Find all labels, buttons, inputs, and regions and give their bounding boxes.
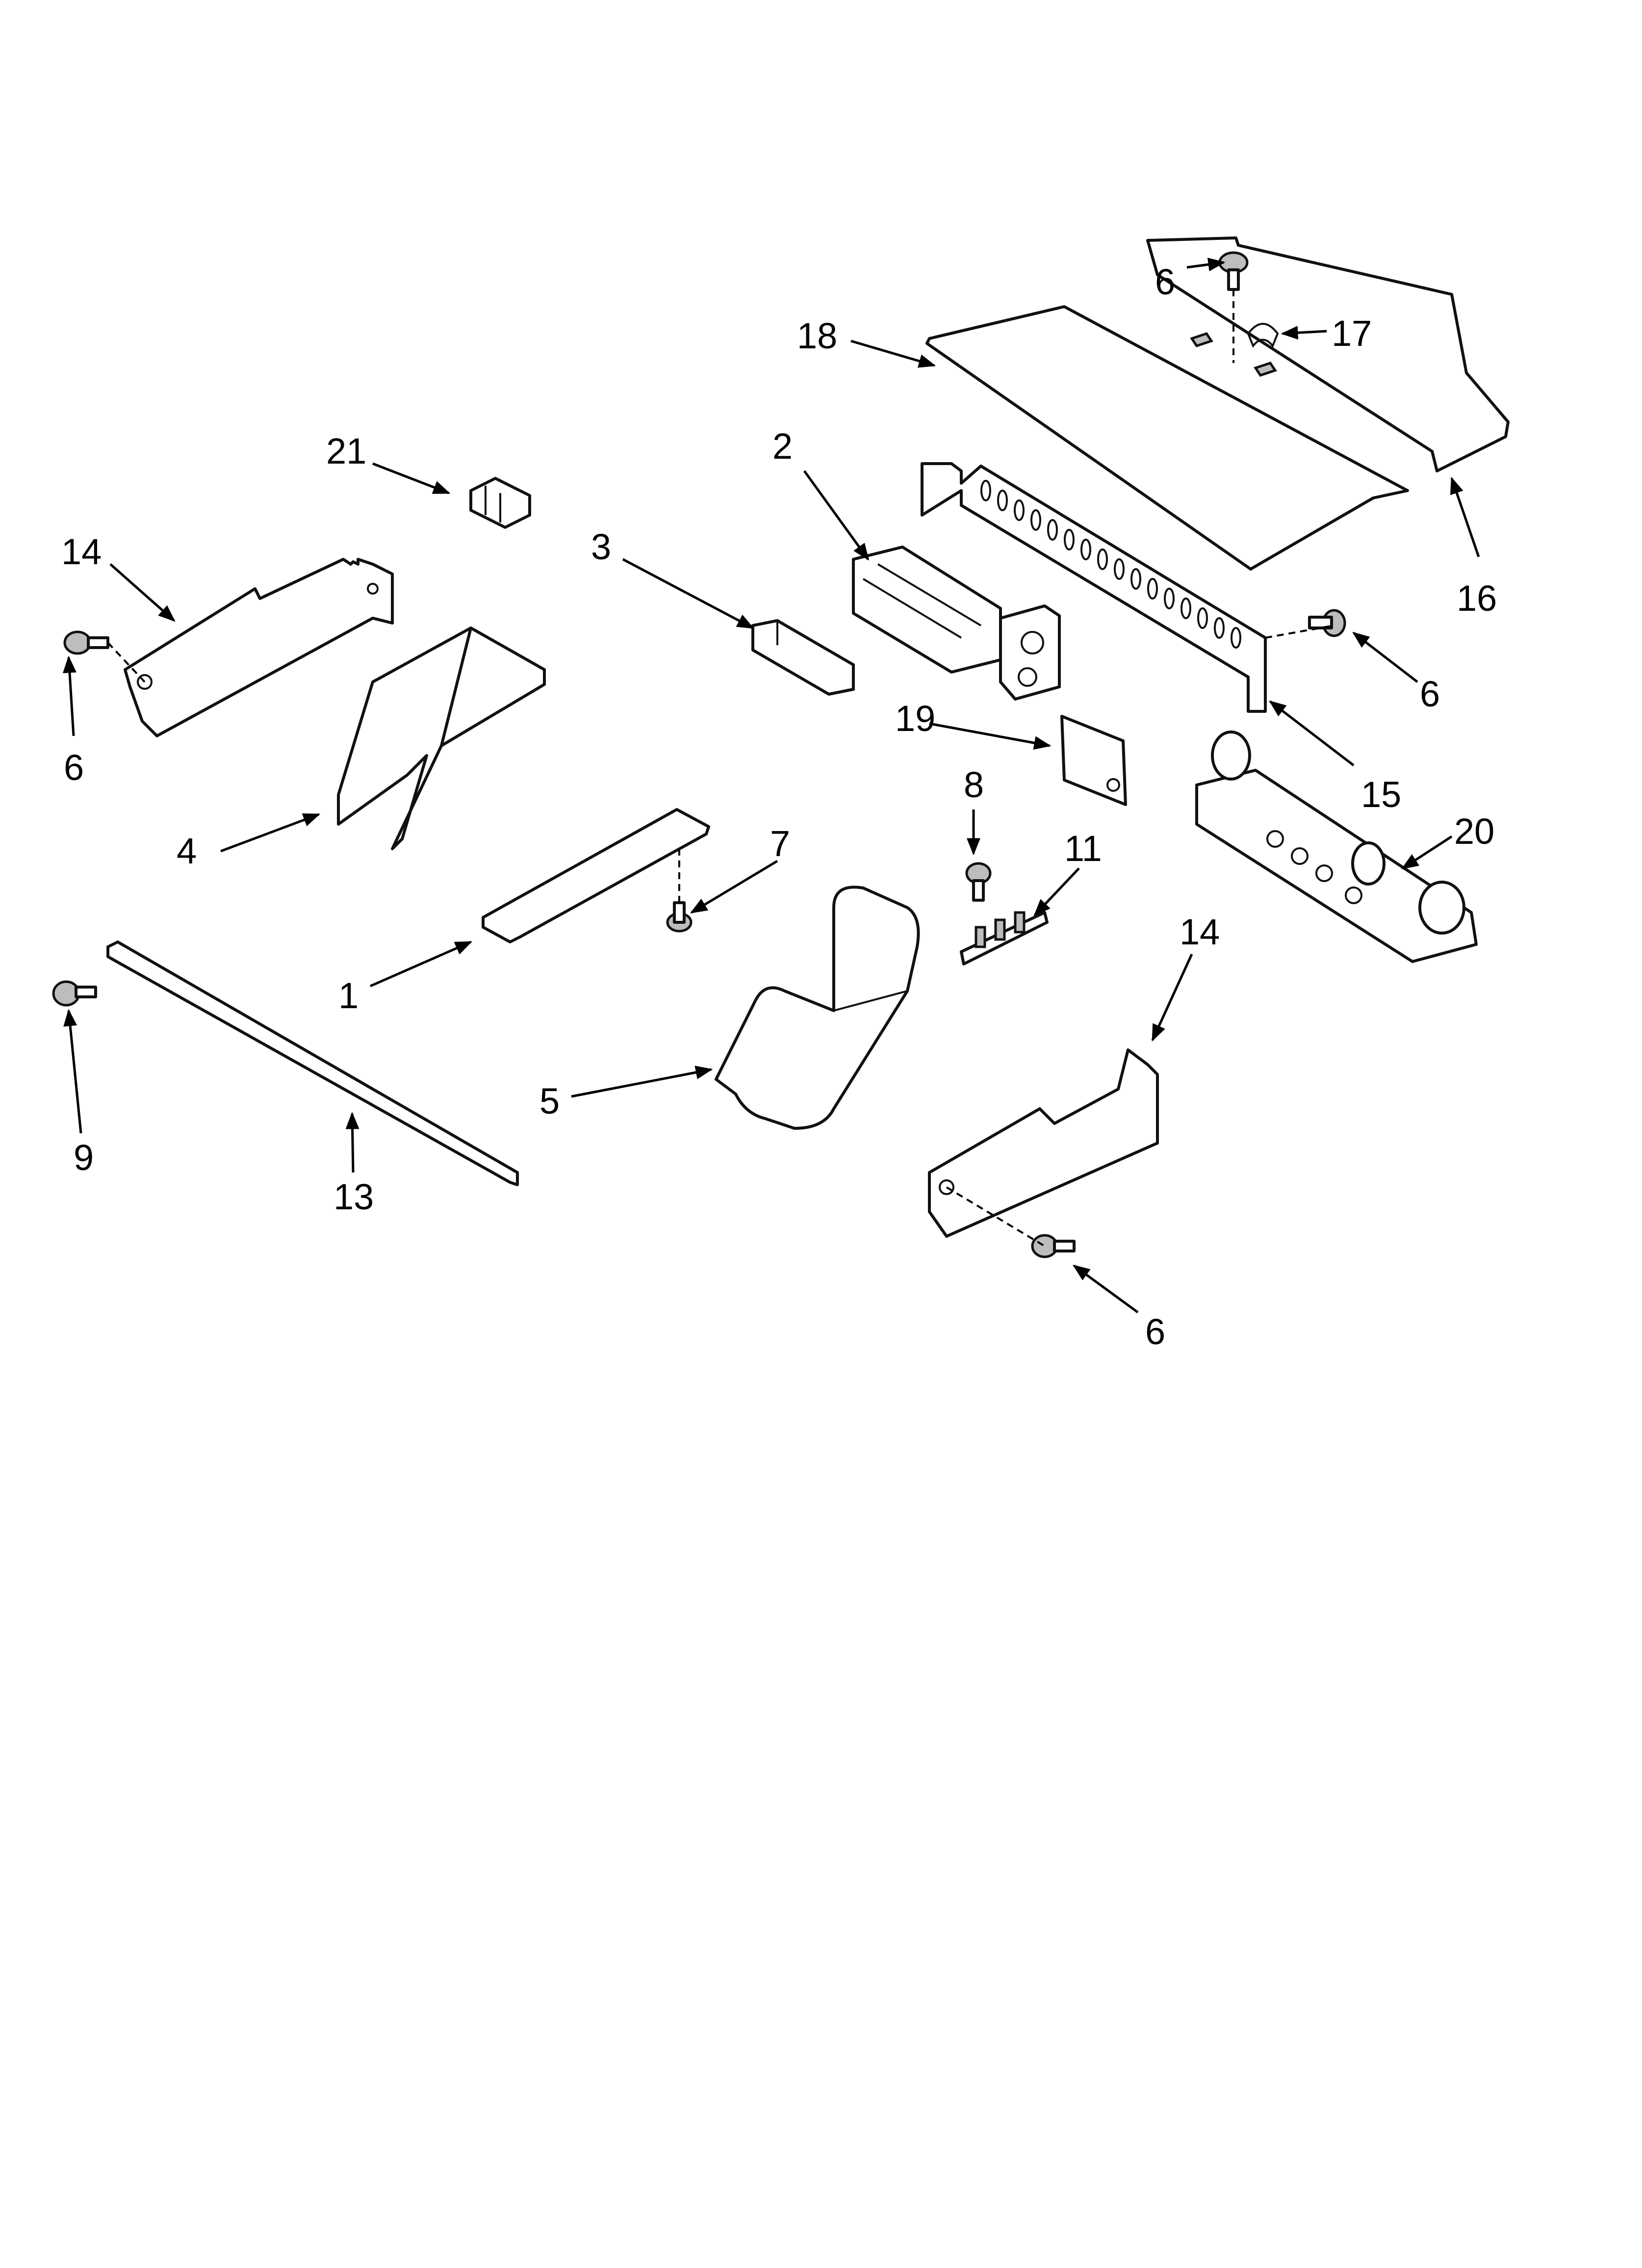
vent-slot [1180, 598, 1191, 619]
callout-9: 9 [74, 1137, 94, 1178]
part-5-shield [715, 886, 920, 1130]
callout-2: 2 [772, 426, 793, 467]
part-11-terminal-strip [960, 911, 1049, 965]
callout-13: 13 [334, 1176, 374, 1217]
callout-18: 18 [797, 315, 837, 356]
vent-slot [1231, 627, 1241, 649]
callout-14: 14 [1180, 912, 1220, 952]
part-20-control-plate [1195, 730, 1478, 963]
part-18-cover [925, 305, 1409, 571]
screw-7 [666, 901, 693, 933]
callout-19: 19 [895, 698, 935, 739]
vent-slot [980, 480, 991, 501]
vent-slot [1147, 578, 1158, 600]
callout-5: 5 [539, 1081, 560, 1121]
callout-6: 6 [64, 747, 84, 788]
vent-slot [1047, 519, 1058, 541]
part-3-block [751, 619, 855, 696]
part-4-duct [337, 626, 546, 850]
callout-20: 20 [1454, 811, 1494, 852]
vent-slot [1080, 539, 1091, 560]
part-15-vented-bracket [921, 462, 1267, 713]
assembly-lines [107, 289, 1334, 1247]
callout-21: 21 [326, 431, 366, 471]
callout-3: 3 [591, 526, 611, 567]
callout-6: 6 [1145, 1311, 1165, 1352]
part-1-rail [482, 808, 710, 943]
part-21-transformer [469, 477, 531, 529]
part-14-left-bracket [124, 558, 394, 737]
screw-6-bottom [1031, 1234, 1076, 1258]
callout-6: 6 [1155, 261, 1175, 302]
callout-8: 8 [964, 764, 984, 805]
part-14-right-bracket [928, 1048, 1159, 1238]
callout-7: 7 [770, 823, 790, 864]
callout-6: 6 [1420, 674, 1440, 714]
part-19-pad [1060, 715, 1127, 806]
callout-1: 1 [338, 975, 359, 1016]
vent-slot [1064, 529, 1075, 550]
vent-slot [1030, 509, 1041, 531]
vent-slot [1164, 588, 1175, 609]
screw-6-left [63, 630, 109, 655]
callout-16: 16 [1457, 578, 1497, 619]
callout-labels: 18 6 17 16 2 21 3 14 6 6 19 15 20 8 4 11… [61, 261, 1497, 1352]
vent-slot [1114, 558, 1125, 580]
callout-4: 4 [177, 831, 197, 871]
leader-arrows [62, 258, 1480, 1314]
part-17-clamp [1247, 323, 1279, 348]
screw-6-right [1308, 609, 1346, 637]
callout-11: 11 [1064, 828, 1102, 869]
vent-slot [1214, 617, 1225, 639]
vent-slot [1097, 548, 1108, 570]
callout-15: 15 [1361, 774, 1401, 815]
callout-14: 14 [61, 531, 102, 572]
vent-slot [997, 490, 1008, 511]
part-2-module [852, 546, 1061, 701]
screw-8 [965, 862, 992, 902]
vent-slot [1197, 607, 1208, 629]
part-16-top-panel [1146, 236, 1510, 472]
screw-6-top [1218, 251, 1249, 291]
callout-17: 17 [1332, 313, 1372, 354]
part-13-trim-rail [106, 940, 519, 1186]
screw-9 [52, 980, 97, 1007]
vent-slot [1014, 499, 1025, 521]
vent-slot [1130, 568, 1141, 590]
